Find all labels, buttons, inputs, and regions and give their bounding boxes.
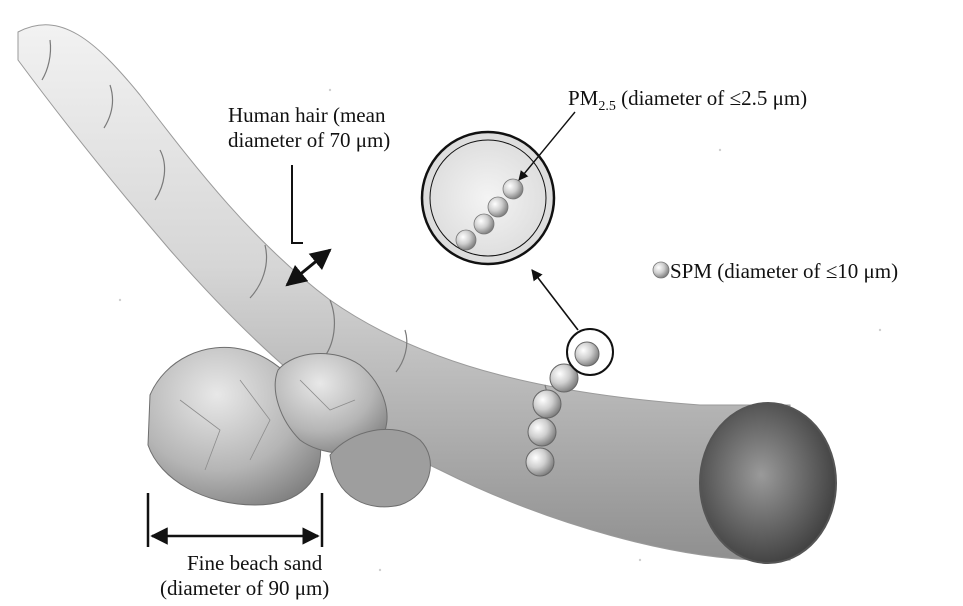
hair-label-line1: Human hair (mean <box>228 103 390 128</box>
pm25-prefix: PM <box>568 86 598 110</box>
spm-label: SPM (diameter of ≤10 μm) <box>670 259 898 284</box>
spm-text: SPM (diameter of ≤10 μm) <box>670 259 898 283</box>
sand-label-line2: (diameter of 90 μm) <box>160 576 329 601</box>
spm-legend-particle <box>653 262 669 278</box>
sand-label-line1: Fine beach sand <box>160 551 329 576</box>
pm25-suffix: (diameter of ≤2.5 μm) <box>616 86 807 110</box>
hair-label: Human hair (mean diameter of 70 μm) <box>228 103 390 153</box>
magnified-view <box>422 132 554 264</box>
hair-diameter-marker <box>287 165 330 285</box>
pm25-label: PM2.5 (diameter of ≤2.5 μm) <box>568 86 807 119</box>
magnify-arrow <box>532 270 578 330</box>
pm25-subscript: 2.5 <box>598 99 616 114</box>
sand-label: Fine beach sand (diameter of 90 μm) <box>160 551 329 601</box>
hair-label-line2: diameter of 70 μm) <box>228 128 390 153</box>
